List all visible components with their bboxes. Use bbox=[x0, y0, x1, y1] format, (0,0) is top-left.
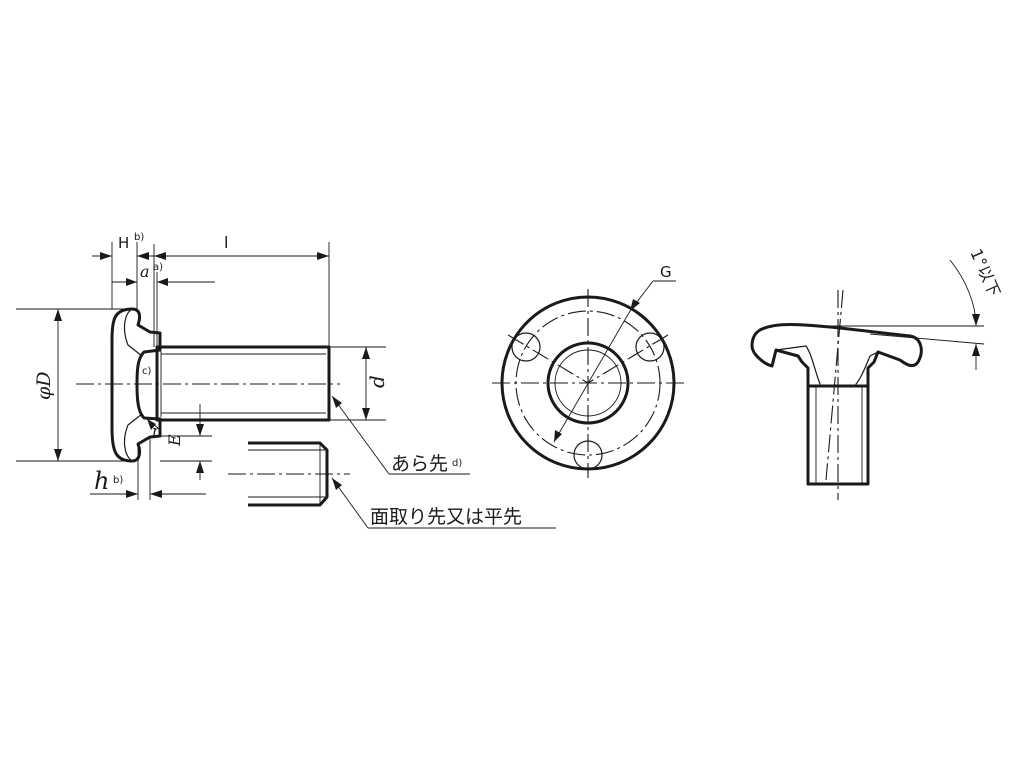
dimension-G: G bbox=[553, 263, 676, 443]
chamfered-tip-detail: 面取り先又は平先 bbox=[228, 441, 556, 529]
note-rough-tip: あら先 bbox=[391, 453, 448, 475]
label-a: a bbox=[140, 262, 150, 281]
tilt-head-outline bbox=[750, 323, 923, 388]
note-chamfer-or-flat: 面取り先又は平先 bbox=[370, 506, 522, 528]
dimension-a: a a) bbox=[112, 262, 215, 347]
dimension-E: E bbox=[160, 404, 212, 480]
dimension-phiD: φD bbox=[16, 308, 132, 462]
dimension-H: H b) bbox=[92, 232, 329, 309]
label-angle: 1°以下 bbox=[966, 246, 1004, 300]
label-c-note: c) bbox=[142, 366, 151, 377]
label-h-note: b) bbox=[113, 475, 123, 486]
label-H: H bbox=[118, 234, 129, 252]
label-H-note: b) bbox=[134, 232, 144, 243]
screw-front-view bbox=[492, 289, 684, 478]
label-h: h bbox=[94, 467, 109, 495]
dimension-l: l bbox=[153, 233, 330, 347]
screw-head-inner-line bbox=[123, 308, 143, 357]
screw-side-view bbox=[76, 307, 340, 463]
label-d: d bbox=[365, 375, 389, 388]
label-phiD: φD bbox=[33, 371, 55, 400]
label-E: E bbox=[165, 434, 184, 447]
label-l: l bbox=[224, 233, 228, 252]
screw-tilt-view bbox=[750, 289, 923, 500]
label-a-note: a) bbox=[153, 262, 163, 273]
dimension-h: h b) bbox=[90, 437, 206, 500]
hole-top-left bbox=[511, 332, 541, 362]
dimension-d: d bbox=[329, 346, 389, 421]
note-rough-tip-sup: d) bbox=[452, 458, 462, 469]
dimension-angle: 1°以下 bbox=[820, 246, 1004, 370]
rough-tip-leader: あら先 d) bbox=[331, 395, 470, 475]
hole-top-right bbox=[635, 332, 665, 362]
radius-r-callout: r bbox=[146, 418, 160, 440]
label-r: r bbox=[152, 422, 160, 440]
screw-head-outline bbox=[110, 307, 162, 463]
label-G: G bbox=[660, 263, 672, 281]
